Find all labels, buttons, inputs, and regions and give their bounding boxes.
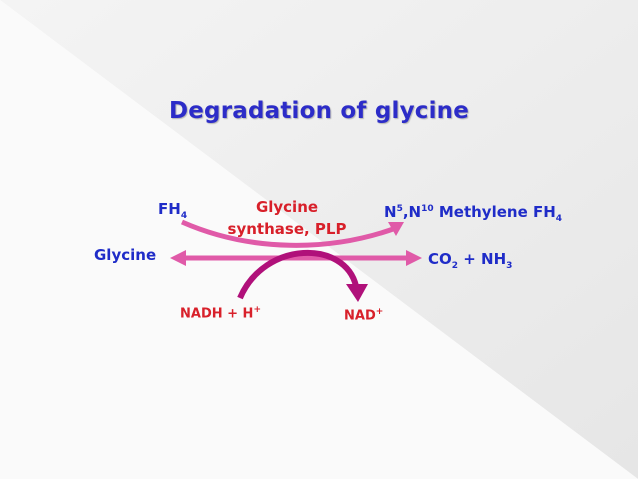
glycine-label: Glycine bbox=[94, 246, 157, 264]
nad-label: NAD+ bbox=[344, 307, 384, 324]
right-arrowhead bbox=[406, 250, 422, 266]
enzyme-line-1: Glycine bbox=[255, 198, 319, 216]
nadh-to-nad-curve bbox=[237, 250, 359, 300]
methylene-fh4-label: N5,N10 Methylene FH4 bbox=[384, 203, 563, 224]
nad-arrowhead bbox=[346, 284, 368, 302]
fh4-label: FH4 bbox=[158, 200, 188, 221]
left-arrowhead bbox=[170, 250, 186, 266]
main-reaction-arrow bbox=[170, 250, 422, 266]
fh4-to-methylene-curve bbox=[180, 219, 397, 248]
slide-title: Degradation of glycine bbox=[168, 98, 470, 124]
nadh-label: NADH + H+ bbox=[180, 305, 261, 322]
co2-nh3-label: CO2 + NH3 bbox=[428, 250, 513, 271]
enzyme-line-2: synthase, PLP bbox=[227, 220, 347, 238]
methylene-arrowhead bbox=[388, 222, 404, 236]
enzyme-label: Glycine synthase, PLP bbox=[212, 196, 362, 240]
